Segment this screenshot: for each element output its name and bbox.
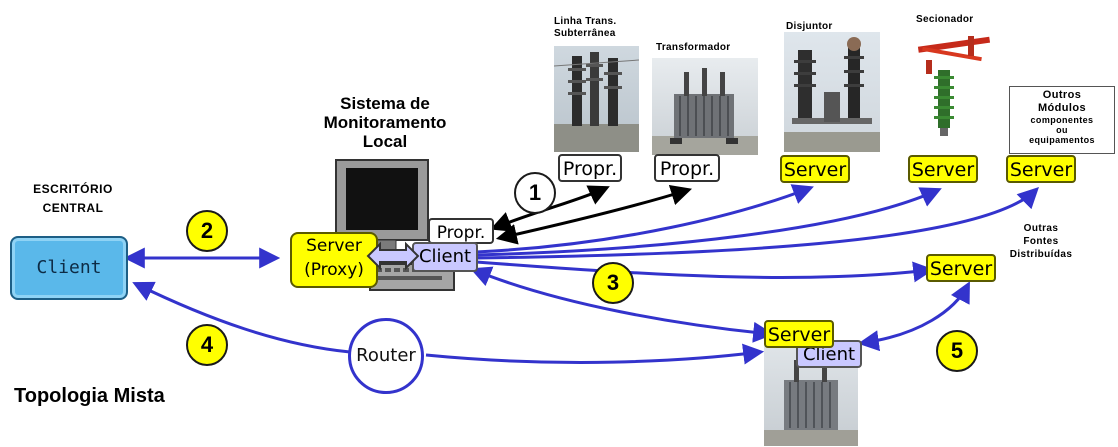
- underground-line-photo: [554, 46, 639, 152]
- server-tag-secionador: Server: [908, 155, 978, 183]
- outros-line-3: componentes: [1030, 115, 1094, 125]
- label-secionador: Secionador: [916, 14, 974, 25]
- link-remote-fontes: [857, 281, 970, 352]
- escritorio-line-2: CENTRAL: [42, 201, 104, 215]
- fontes-line-2: Fontes: [1023, 236, 1059, 247]
- outras-fontes-box: Outras Fontes Distribuídas: [994, 218, 1088, 284]
- proxy-line-1: Server: [306, 236, 362, 256]
- disconnector-photo: [912, 30, 992, 150]
- outros-line-5: equipamentos: [1029, 135, 1095, 145]
- router-node: Router: [348, 318, 424, 394]
- propr-tag-2: Propr.: [654, 154, 720, 182]
- server-tag-fontes: Server: [926, 254, 996, 282]
- link-office-router: [132, 281, 351, 354]
- label-linha-trans: Linha Trans.: [554, 16, 617, 27]
- office-client-box: Client: [10, 236, 128, 300]
- badge-4: 4: [186, 324, 228, 366]
- computer-icon: [335, 159, 455, 291]
- link-propr-2: [495, 184, 693, 245]
- escritorio-line-1: ESCRITÓRIO: [33, 182, 113, 196]
- label-subterranea: Subterrânea: [554, 28, 616, 39]
- remote-server-tag: Server: [764, 320, 834, 348]
- sistema-line-2: Monitoramento: [323, 113, 447, 132]
- badge-3: 3: [592, 262, 634, 304]
- link-client-server-outros: [475, 187, 1040, 260]
- server-tag-disjuntor: Server: [780, 155, 850, 183]
- badge-1: 1: [514, 172, 556, 214]
- link-client-remote-server: [470, 266, 775, 343]
- outros-line-4: ou: [1056, 125, 1068, 135]
- badge-5: 5: [936, 330, 978, 372]
- proxy-server-tag: Server (Proxy): [290, 232, 378, 288]
- outros-line-2: Módulos: [1037, 102, 1086, 114]
- exchange-arrows-icon: [366, 241, 420, 271]
- label-transformador: Transformador: [656, 42, 731, 53]
- local-client-tag: Client: [412, 242, 478, 272]
- circuit-breaker-photo: [784, 32, 880, 152]
- local-propr-tag: Propr.: [428, 218, 494, 244]
- topologia-caption: Topologia Mista: [14, 385, 165, 407]
- sistema-line-3: Local: [362, 132, 408, 151]
- link-router-remote: [425, 343, 765, 365]
- sistema-title: Sistema de Monitoramento Local: [300, 94, 470, 151]
- transformer-photo: [652, 58, 758, 155]
- link-client-server-disjuntor: [475, 184, 814, 254]
- fontes-line-3: Distribuídas: [1009, 249, 1073, 260]
- escritorio-title: ESCRITÓRIO CENTRAL: [10, 180, 136, 218]
- sistema-line-1: Sistema de: [340, 94, 430, 113]
- link-client-server-secionador: [475, 187, 942, 257]
- propr-tag-1: Propr.: [558, 154, 622, 182]
- outros-line-1: Outros: [1042, 89, 1082, 101]
- label-disjuntor: Disjuntor: [786, 21, 833, 32]
- link-client-server-fontes: [475, 260, 935, 283]
- server-tag-outros: Server: [1006, 155, 1076, 183]
- proxy-line-2: (Proxy): [304, 260, 364, 280]
- badge-2: 2: [186, 210, 228, 252]
- fontes-line-1: Outras: [1023, 223, 1059, 234]
- outros-modulos-box: Outros Módulos componentes ou equipament…: [1009, 86, 1115, 154]
